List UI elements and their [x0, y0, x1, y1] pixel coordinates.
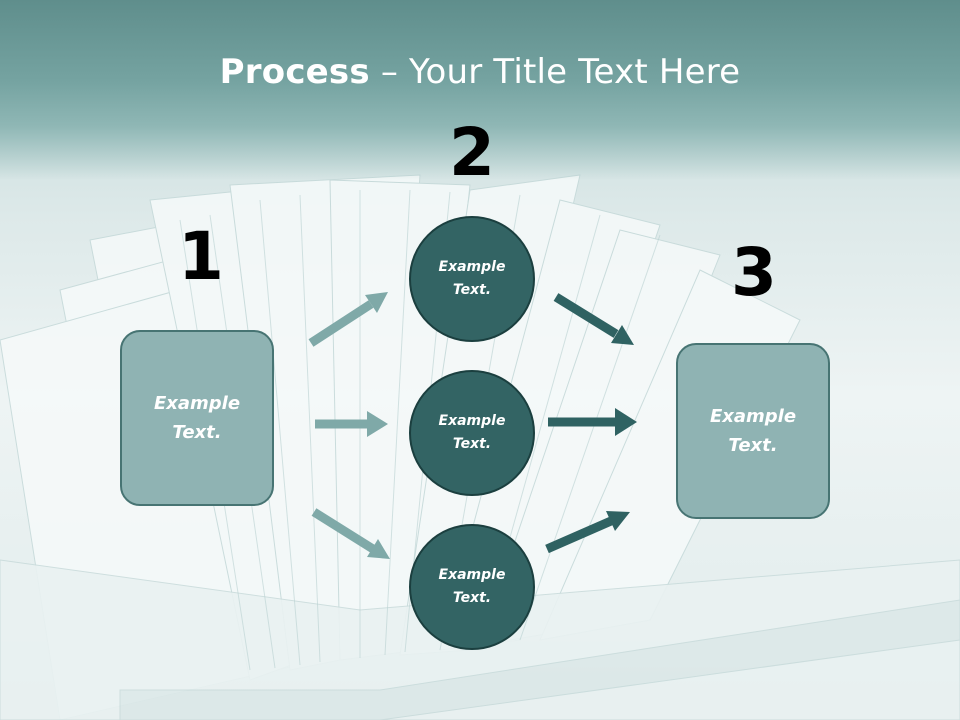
title-rest: Your Title Text Here	[409, 52, 741, 92]
step-3-line1: Example	[709, 406, 797, 427]
circle-2-line2: Text.	[452, 436, 492, 452]
step-3-line2: Text.	[728, 435, 778, 456]
circle-2-line1: Example	[438, 413, 506, 429]
header-band	[0, 0, 960, 180]
step-2-circle-3[interactable]: Example Text.	[409, 524, 535, 650]
step-2-circle-1[interactable]: Example Text.	[409, 216, 535, 342]
slide-title: Process – Your Title Text Here	[0, 52, 960, 92]
step-1-box[interactable]: Example Text.	[120, 330, 274, 506]
step-1-line1: Example	[153, 393, 241, 414]
title-separator: –	[369, 52, 410, 92]
step-1-line2: Text.	[172, 422, 222, 443]
circle-1-line2: Text.	[452, 282, 492, 298]
circle-3-line1: Example	[438, 567, 506, 583]
circle-3-line2: Text.	[452, 590, 492, 606]
step-2-circle-2[interactable]: Example Text.	[409, 370, 535, 496]
circle-1-line1: Example	[438, 259, 506, 275]
step-3-box[interactable]: Example Text.	[676, 343, 830, 519]
title-bold: Process	[219, 52, 370, 92]
step-number-3: 3	[731, 234, 777, 311]
step-number-1: 1	[178, 218, 224, 295]
step-number-2: 2	[449, 114, 495, 191]
